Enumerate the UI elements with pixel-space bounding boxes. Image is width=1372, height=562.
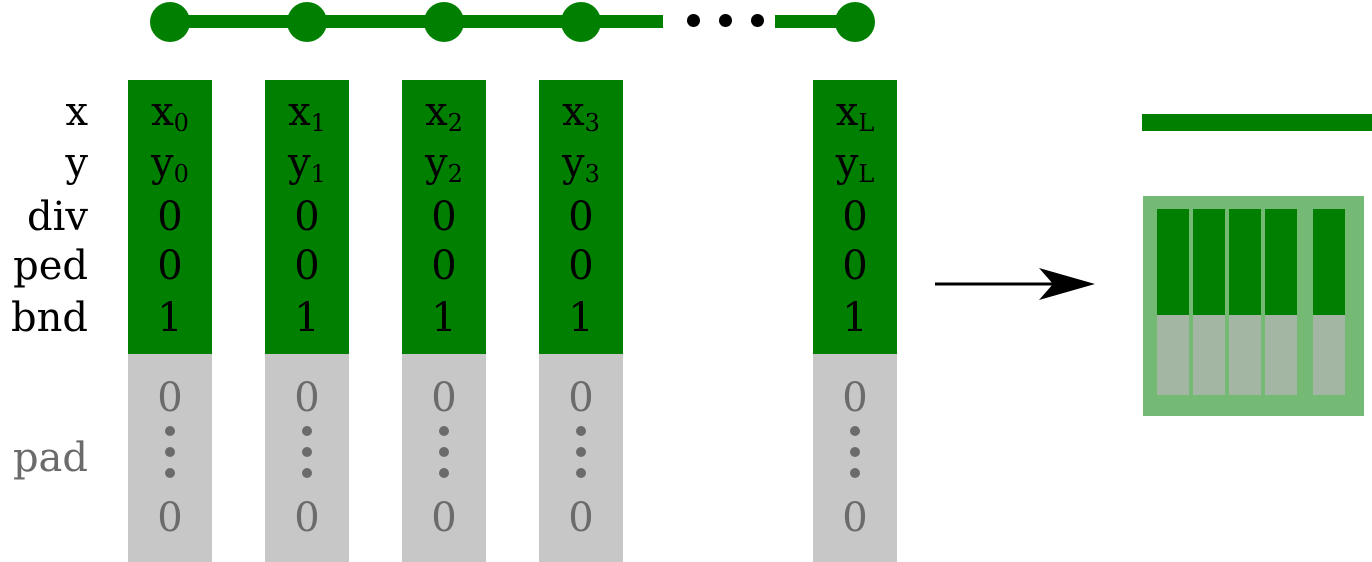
result-column-data xyxy=(1265,209,1297,315)
row-label-ped: ped xyxy=(13,243,88,289)
result-column-pad xyxy=(1157,315,1189,395)
cell-pad-bottom: 0 xyxy=(568,495,594,541)
result-tensor-box xyxy=(1143,196,1364,416)
cell-y: yL xyxy=(835,140,875,188)
node-chain xyxy=(0,0,1372,60)
result-column-last xyxy=(1313,209,1345,395)
column-pad-block xyxy=(813,354,897,562)
result-column-pad xyxy=(1313,315,1345,395)
cell-y: y0 xyxy=(151,140,189,188)
chain-node-3 xyxy=(561,2,601,42)
row-label-pad: pad xyxy=(12,435,88,481)
cell-pad-bottom: 0 xyxy=(842,495,868,541)
column-pad-block xyxy=(539,354,623,562)
chain-node-last xyxy=(835,2,875,42)
cell-pad-top: 0 xyxy=(294,375,320,421)
row-label-div: div xyxy=(27,194,88,240)
cell-bnd: 1 xyxy=(157,295,183,341)
column-data-block xyxy=(813,80,897,354)
result-column-data xyxy=(1157,209,1189,315)
cell-ped: 0 xyxy=(842,243,868,289)
cell-ped: 0 xyxy=(568,243,594,289)
result-column-data xyxy=(1193,209,1225,315)
cell-div: 0 xyxy=(568,194,594,240)
row-label-x: x xyxy=(65,89,88,135)
row-label-bnd: bnd xyxy=(11,295,88,341)
horizontal-ellipsis-icon xyxy=(681,14,764,28)
cell-pad-top: 0 xyxy=(568,375,594,421)
cell-pad-bottom: 0 xyxy=(294,495,320,541)
result-column xyxy=(1229,209,1261,395)
cell-div: 0 xyxy=(157,194,183,240)
cell-pad-bottom: 0 xyxy=(157,495,183,541)
column-pad-block xyxy=(265,354,349,562)
cell-bnd: 1 xyxy=(842,295,868,341)
chain-node-2 xyxy=(424,2,464,42)
cell-bnd: 1 xyxy=(568,295,594,341)
result-chain-line xyxy=(1142,114,1372,131)
cell-ped: 0 xyxy=(431,243,457,289)
result-column-data xyxy=(1229,209,1261,315)
cell-x: x2 xyxy=(425,89,463,137)
result-column-pad xyxy=(1193,315,1225,395)
cell-div: 0 xyxy=(431,194,457,240)
column-data-block xyxy=(265,80,349,354)
cell-pad-top: 0 xyxy=(842,375,868,421)
result-column xyxy=(1157,209,1189,395)
row-label-y: y xyxy=(65,140,88,186)
cell-y: y2 xyxy=(425,140,463,188)
cell-div: 0 xyxy=(842,194,868,240)
result-column-pad xyxy=(1265,315,1297,395)
cell-pad-top: 0 xyxy=(157,375,183,421)
cell-pad-top: 0 xyxy=(431,375,457,421)
cell-ped: 0 xyxy=(294,243,320,289)
result-column-pad xyxy=(1229,315,1261,395)
column-data-block xyxy=(539,80,623,354)
result-column xyxy=(1265,209,1297,395)
result-column-data xyxy=(1313,209,1345,315)
cell-pad-bottom: 0 xyxy=(431,495,457,541)
cell-x: x3 xyxy=(562,89,600,137)
chain-node-0 xyxy=(150,2,190,42)
right-arrow-icon xyxy=(935,268,1095,300)
chain-node-1 xyxy=(287,2,327,42)
cell-y: y3 xyxy=(562,140,600,188)
cell-x: x0 xyxy=(151,89,189,137)
column-data-block xyxy=(128,80,212,354)
column-pad-block xyxy=(402,354,486,562)
cell-ped: 0 xyxy=(157,243,183,289)
cell-bnd: 1 xyxy=(431,295,457,341)
cell-div: 0 xyxy=(294,194,320,240)
column-data-block xyxy=(402,80,486,354)
cell-x: xL xyxy=(835,89,875,137)
cell-y: y1 xyxy=(288,140,326,188)
cell-x: x1 xyxy=(288,89,326,137)
column-pad-block xyxy=(128,354,212,562)
result-column xyxy=(1193,209,1225,395)
cell-bnd: 1 xyxy=(294,295,320,341)
